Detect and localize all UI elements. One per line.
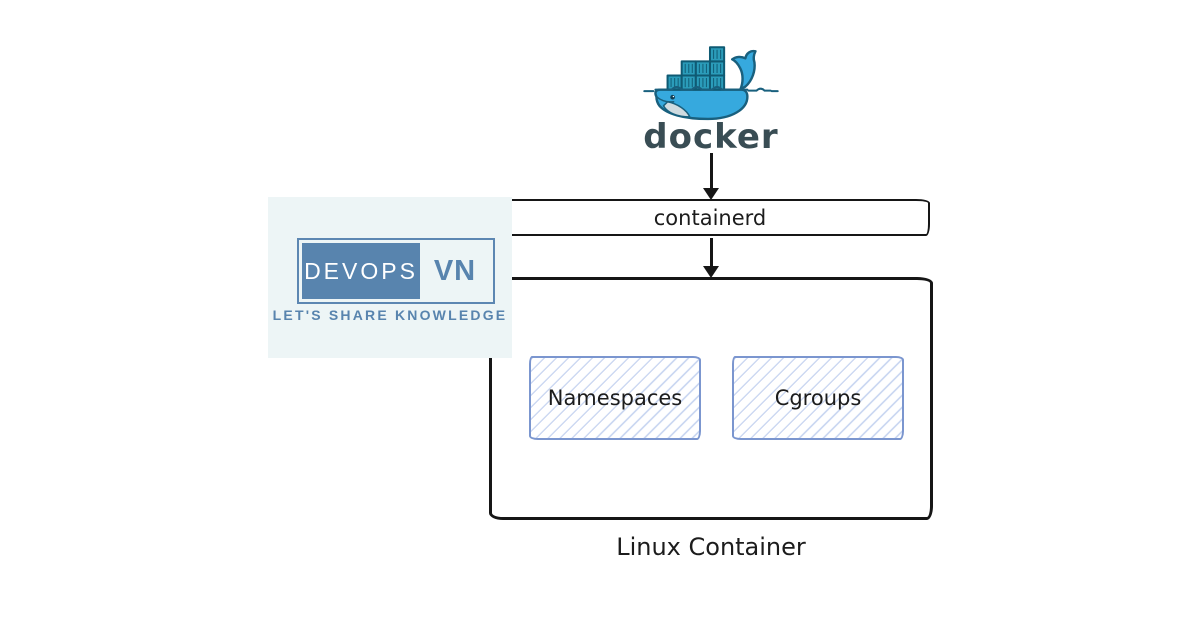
devopsvn-logo-frame: DEVOPS VN <box>297 238 495 304</box>
devopsvn-brand-primary: DEVOPS <box>302 243 420 299</box>
containerd-node: containerd <box>490 199 930 236</box>
namespaces-label: Namespaces <box>547 386 683 410</box>
arrow-shaft <box>709 153 713 188</box>
devopsvn-brand-secondary: VN <box>433 254 477 287</box>
docker-wordmark: docker <box>643 117 779 157</box>
arrow-down-icon <box>703 238 719 278</box>
cgroups-node: Cgroups <box>732 356 904 440</box>
devopsvn-tagline: LET'S SHARE KNOWLEDGE <box>272 307 508 323</box>
arrow-head <box>703 188 719 200</box>
docker-whale-icon <box>643 46 779 121</box>
namespaces-node: Namespaces <box>529 356 701 440</box>
containerd-label: containerd <box>653 205 767 230</box>
cgroups-label: Cgroups <box>774 386 862 410</box>
devopsvn-logo: DEVOPS VN LET'S SHARE KNOWLEDGE <box>268 197 512 358</box>
linux-container-caption: Linux Container <box>616 533 806 561</box>
arrow-head <box>703 266 719 278</box>
arrow-shaft <box>709 238 713 266</box>
arrow-down-icon <box>703 153 719 200</box>
docker-logo: docker <box>640 26 782 154</box>
